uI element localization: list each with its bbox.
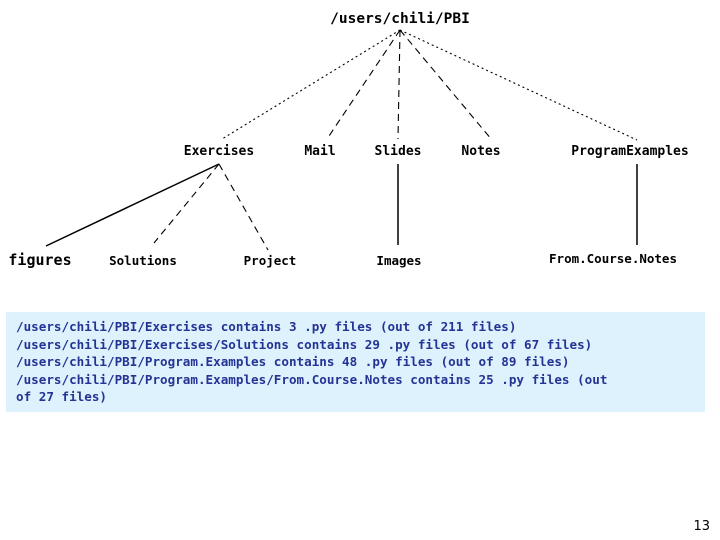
- tree-edge: [153, 163, 220, 244]
- tree-node-project[interactable]: Project: [243, 253, 297, 268]
- tree-edge: [326, 29, 401, 140]
- tree-node-images[interactable]: Images: [376, 253, 422, 268]
- info-line: /users/chili/PBI/Exercises contains 3 .p…: [16, 319, 517, 334]
- tree-node-mail[interactable]: Mail: [304, 144, 336, 159]
- tree-node-figures[interactable]: figures: [8, 251, 72, 269]
- tree-edge: [399, 29, 493, 141]
- tree-node-from-course-notes[interactable]: From.Course.Notes: [549, 251, 677, 266]
- tree-edge: [399, 29, 638, 141]
- info-line: /users/chili/PBI/Exercises/Solutions con…: [16, 336, 593, 352]
- tree-edge: [221, 29, 401, 140]
- tree-node-exercises[interactable]: Exercises: [183, 144, 255, 159]
- info-line: of 27 files): [16, 389, 107, 405]
- tree-edge: [45, 163, 220, 247]
- info-line: /users/chili/PBI/Program.Examples contai…: [16, 354, 570, 370]
- tree-node-root[interactable]: /users/chili/PBI: [330, 11, 470, 27]
- page-number: 13: [693, 519, 710, 534]
- tree-node-slides[interactable]: Slides: [374, 144, 422, 159]
- tree-edge: [397, 29, 401, 140]
- info-line: /users/chili/PBI/Program.Examples/From.C…: [16, 371, 608, 387]
- tree-edge: [218, 163, 269, 251]
- tree-node-solutions[interactable]: Solutions: [109, 253, 177, 268]
- tree-node-program-examples[interactable]: ProgramExamples: [571, 144, 689, 159]
- summary-info-box: /users/chili/PBI/Exercises contains 3 .p…: [6, 312, 705, 412]
- tree-node-notes[interactable]: Notes: [461, 144, 501, 159]
